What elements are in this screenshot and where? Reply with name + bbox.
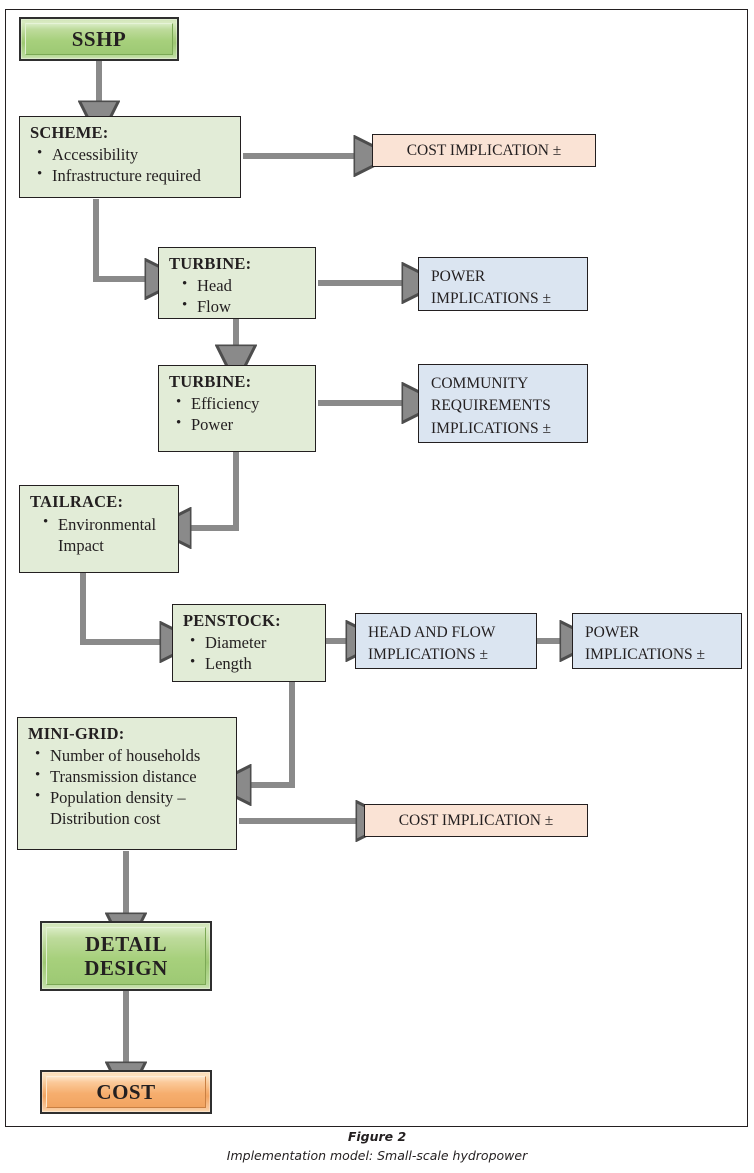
figure-caption-subtitle: Implementation model: Small-scale hydrop… <box>226 1147 528 1163</box>
node-tailrace[interactable]: TAILRACE: Environmental Impact <box>19 485 179 573</box>
list-item: Number of households <box>35 745 228 767</box>
list-item: Population density – Distribution cost <box>35 787 228 829</box>
list-item: Transmission distance <box>35 766 228 788</box>
node-detail-design-line2: DESIGN <box>84 956 168 980</box>
node-sshp[interactable]: SSHP <box>19 17 179 61</box>
figure-caption-title: Figure 2 <box>347 1129 407 1144</box>
node-turbine-head-flow-list: Head Flow <box>169 275 307 318</box>
node-detail-design-line1: DETAIL <box>85 931 167 956</box>
node-tailrace-header: TAILRACE: <box>30 492 124 511</box>
node-cost-implication-scheme-label: COST IMPLICATION ± <box>406 141 562 159</box>
node-turbine-efficiency-power-list: Efficiency Power <box>169 393 307 436</box>
node-penstock[interactable]: PENSTOCK: Diameter Length <box>172 604 326 682</box>
list-item: Infrastructure required <box>37 165 232 187</box>
node-mini-grid[interactable]: MINI-GRID: Number of households Transmis… <box>17 717 237 850</box>
node-scheme-list: Accessibility Infrastructure required <box>30 144 232 187</box>
list-item: Diameter <box>190 632 317 654</box>
node-community-requirements-line1: COMMUNITY <box>431 375 529 392</box>
list-item: Efficiency <box>176 393 307 415</box>
node-power-implications-turbine-line1: POWER <box>431 268 486 285</box>
node-turbine-efficiency-power[interactable]: TURBINE: Efficiency Power <box>158 365 316 452</box>
list-item: Accessibility <box>37 144 232 166</box>
node-detail-design[interactable]: DETAIL DESIGN <box>40 921 212 991</box>
node-community-requirements-line2: REQUIREMENTS <box>431 397 551 415</box>
node-power-implications-penstock[interactable]: POWER IMPLICATIONS ± <box>572 613 742 669</box>
node-cost-implication-minigrid-label: COST IMPLICATION ± <box>398 811 554 829</box>
node-turbine-efficiency-power-header: TURBINE: <box>169 372 252 391</box>
list-item: Flow <box>182 296 307 318</box>
node-power-implications-penstock-line1: POWER <box>585 624 640 641</box>
node-head-and-flow-implications[interactable]: HEAD AND FLOW IMPLICATIONS ± <box>355 613 537 669</box>
figure-caption: Figure 2 Implementation model: Small-sca… <box>0 1128 754 1165</box>
node-mini-grid-header: MINI-GRID: <box>28 724 125 743</box>
node-penstock-header: PENSTOCK: <box>183 611 281 630</box>
node-turbine-head-flow-header: TURBINE: <box>169 254 252 273</box>
node-head-and-flow-implications-line1: HEAD AND FLOW <box>368 624 496 641</box>
node-power-implications-turbine-line2: IMPLICATIONS ± <box>431 290 552 308</box>
list-item: Head <box>182 275 307 297</box>
node-cost-implication-minigrid[interactable]: COST IMPLICATION ± <box>364 804 588 837</box>
node-head-and-flow-implications-line2: IMPLICATIONS ± <box>368 646 489 664</box>
node-tailrace-list: Environmental Impact <box>30 513 170 557</box>
node-power-implications-turbine[interactable]: POWER IMPLICATIONS ± <box>418 257 588 311</box>
node-cost-implication-scheme[interactable]: COST IMPLICATION ± <box>372 134 596 167</box>
node-sshp-label: SSHP <box>25 23 173 55</box>
node-cost-label: COST <box>46 1076 206 1108</box>
node-scheme-header: SCHEME: <box>30 123 109 142</box>
node-community-requirements-line3: IMPLICATIONS ± <box>431 419 552 437</box>
node-mini-grid-list: Number of households Transmission distan… <box>28 745 228 829</box>
node-detail-design-label: DETAIL DESIGN <box>46 927 206 985</box>
node-turbine-head-flow[interactable]: TURBINE: Head Flow <box>158 247 316 319</box>
node-power-implications-penstock-line2: IMPLICATIONS ± <box>585 646 706 664</box>
node-scheme[interactable]: SCHEME: Accessibility Infrastructure req… <box>19 116 241 198</box>
list-item: Environmental Impact <box>43 513 170 557</box>
node-community-requirements[interactable]: COMMUNITY REQUIREMENTS IMPLICATIONS ± <box>418 364 588 443</box>
list-item: Power <box>176 414 307 436</box>
list-item: Length <box>190 653 317 675</box>
node-cost[interactable]: COST <box>40 1070 212 1114</box>
node-penstock-list: Diameter Length <box>183 632 317 675</box>
